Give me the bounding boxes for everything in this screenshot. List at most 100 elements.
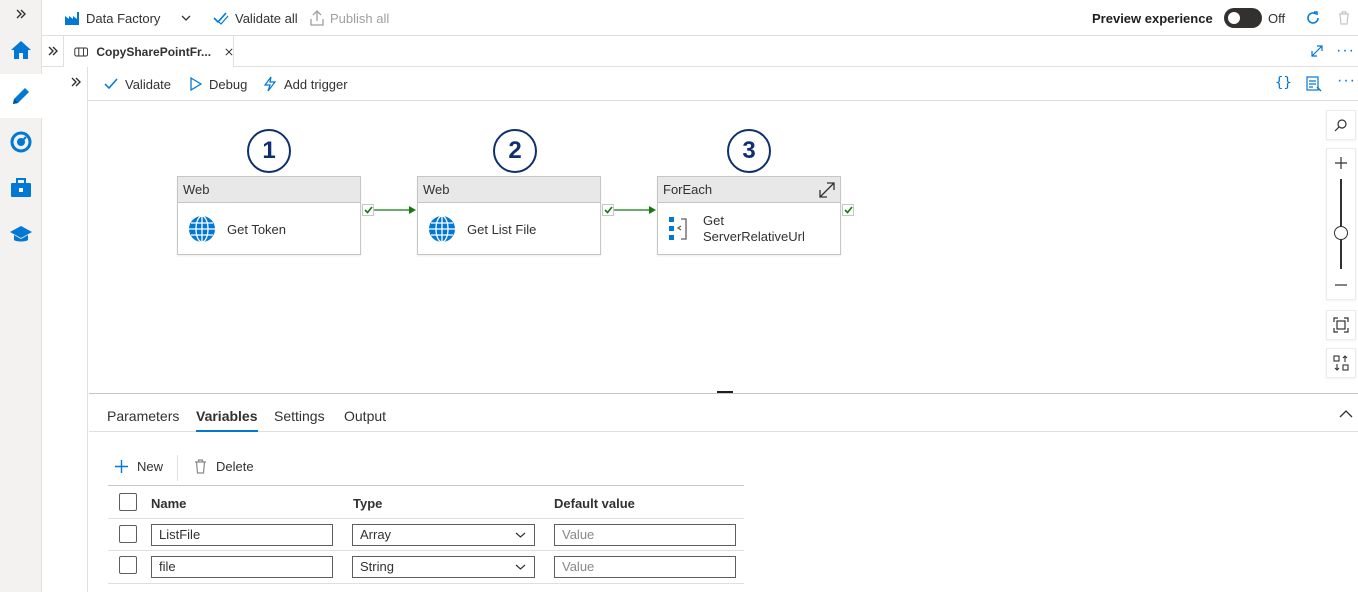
new-variable-button[interactable]: New bbox=[114, 459, 163, 474]
validate-all-button[interactable]: Validate all bbox=[213, 0, 298, 36]
monitor-gauge-icon bbox=[10, 131, 32, 153]
zoom-out-button[interactable] bbox=[1327, 271, 1355, 299]
factory-selector[interactable]: Data Factory bbox=[64, 0, 192, 36]
publish-all-label: Publish all bbox=[330, 10, 390, 26]
variable-type-select[interactable]: Array bbox=[352, 524, 535, 546]
chevron-down-icon bbox=[515, 564, 526, 570]
success-output-handle[interactable] bbox=[842, 204, 854, 216]
chevron-down-icon bbox=[515, 532, 526, 538]
expand-rail-button[interactable] bbox=[0, 0, 42, 28]
chevron-down-icon bbox=[181, 15, 191, 21]
expand-activities-button[interactable] bbox=[70, 76, 82, 88]
preview-toggle[interactable]: Off bbox=[1224, 0, 1285, 36]
toggle-switch[interactable] bbox=[1224, 8, 1262, 28]
document-tab-strip: CopySharePointFr... ··· bbox=[64, 36, 1358, 67]
dependency-arrow bbox=[614, 206, 656, 214]
more-options-icon[interactable]: ··· bbox=[1336, 42, 1355, 59]
activity-type-label: Web bbox=[178, 177, 360, 203]
top-command-bar: Data Factory Validate all Publish all Pr… bbox=[42, 0, 1358, 36]
table-header-border bbox=[108, 518, 744, 519]
more-options-icon[interactable]: ··· bbox=[1337, 72, 1356, 89]
activity-name: Get Token bbox=[227, 221, 287, 237]
pipeline-toolbar: Validate Debug Add trigger {} ··· bbox=[88, 67, 1358, 101]
nav-author[interactable] bbox=[0, 74, 42, 118]
auto-align-button[interactable] bbox=[1326, 348, 1356, 378]
select-all-checkbox[interactable] bbox=[119, 493, 137, 511]
tab-variables[interactable]: Variables bbox=[196, 394, 258, 432]
tab-pipeline[interactable]: CopySharePointFr... bbox=[64, 36, 234, 67]
row-checkbox[interactable] bbox=[119, 525, 137, 543]
tab-settings[interactable]: Settings bbox=[274, 408, 325, 424]
chevron-up-icon[interactable] bbox=[1339, 409, 1353, 419]
column-header-default-value: Default value bbox=[554, 496, 635, 511]
lightning-icon bbox=[263, 76, 277, 92]
left-nav-rail bbox=[0, 0, 42, 592]
validate-button[interactable]: Validate bbox=[104, 67, 171, 101]
nav-learning[interactable] bbox=[0, 212, 42, 256]
foreach-icon bbox=[669, 217, 687, 240]
globe-icon bbox=[189, 215, 215, 243]
nav-manage[interactable] bbox=[0, 166, 42, 210]
success-check-icon bbox=[363, 206, 373, 214]
debug-button[interactable]: Debug bbox=[189, 67, 247, 101]
code-view-icon[interactable]: {} bbox=[1275, 75, 1292, 91]
delete-variable-button[interactable]: Delete bbox=[194, 459, 254, 474]
add-trigger-button[interactable]: Add trigger bbox=[263, 67, 348, 101]
expand-diagonal-icon[interactable] bbox=[818, 181, 836, 199]
pipeline-icon bbox=[74, 47, 89, 56]
panel-resize-handle[interactable] bbox=[717, 391, 733, 393]
activity-get-list-file[interactable]: Web Get List File bbox=[417, 176, 601, 255]
play-icon bbox=[190, 77, 202, 91]
toggle-state-label: Off bbox=[1268, 10, 1286, 26]
publish-all-button[interactable]: Publish all bbox=[310, 0, 389, 36]
double-chevron-right-icon bbox=[71, 77, 81, 87]
discard-button[interactable] bbox=[1338, 0, 1350, 36]
row-checkbox[interactable] bbox=[119, 556, 137, 574]
refresh-button[interactable] bbox=[1305, 0, 1321, 36]
zoom-slider-thumb[interactable] bbox=[1334, 226, 1348, 240]
factory-label: Data Factory bbox=[86, 10, 161, 26]
zoom-to-fit-button[interactable] bbox=[1326, 310, 1356, 340]
maximize-button[interactable] bbox=[1310, 44, 1324, 58]
zoom-slider-track[interactable] bbox=[1340, 179, 1342, 269]
variable-name-input[interactable]: file bbox=[151, 556, 333, 578]
pencil-icon bbox=[13, 88, 29, 104]
trash-icon bbox=[195, 459, 206, 474]
activity-get-token[interactable]: Web Get Token bbox=[177, 176, 361, 255]
default-value-input[interactable]: Value bbox=[554, 524, 736, 546]
globe-icon bbox=[429, 215, 455, 243]
step-badge-2: 2 bbox=[493, 129, 537, 173]
default-value-input[interactable]: Value bbox=[554, 556, 736, 578]
tab-parameters[interactable]: Parameters bbox=[107, 408, 180, 424]
plus-icon bbox=[1335, 157, 1347, 169]
search-canvas-button[interactable] bbox=[1326, 110, 1356, 140]
step-badge-3: 3 bbox=[727, 129, 771, 173]
variable-type-select[interactable]: String bbox=[352, 556, 535, 578]
validate-all-label: Validate all bbox=[235, 10, 298, 26]
zoom-in-button[interactable] bbox=[1327, 149, 1355, 177]
close-icon[interactable] bbox=[225, 47, 233, 57]
home-icon bbox=[11, 41, 31, 59]
success-output-handle[interactable] bbox=[362, 204, 374, 216]
search-icon bbox=[1334, 119, 1347, 132]
factory-icon bbox=[65, 12, 79, 25]
pipeline-canvas[interactable]: 1 2 3 Web Get Token Web Get List File Fo… bbox=[89, 101, 1358, 393]
activity-name: Get List File bbox=[467, 221, 537, 237]
variable-name-input[interactable]: ListFile bbox=[151, 524, 333, 546]
activity-type-label: ForEach bbox=[658, 177, 840, 203]
properties-tabs: Parameters Variables Settings Output bbox=[89, 394, 1358, 432]
activity-foreach[interactable]: ForEach Get ServerRelativeUrl bbox=[657, 176, 841, 255]
nav-monitor[interactable] bbox=[0, 120, 42, 164]
checkmark-icon bbox=[104, 78, 118, 90]
validate-all-icon bbox=[213, 12, 229, 25]
row-border bbox=[108, 583, 744, 584]
properties-button[interactable] bbox=[1306, 76, 1322, 92]
expand-diagonal-icon bbox=[1311, 45, 1323, 57]
toolbox-icon bbox=[11, 178, 31, 197]
expand-resources-button[interactable] bbox=[42, 36, 64, 67]
tab-output[interactable]: Output bbox=[344, 408, 387, 424]
success-output-handle[interactable] bbox=[602, 204, 614, 216]
nav-home[interactable] bbox=[0, 28, 42, 72]
command-separator bbox=[177, 455, 178, 481]
properties-icon bbox=[1306, 76, 1322, 92]
